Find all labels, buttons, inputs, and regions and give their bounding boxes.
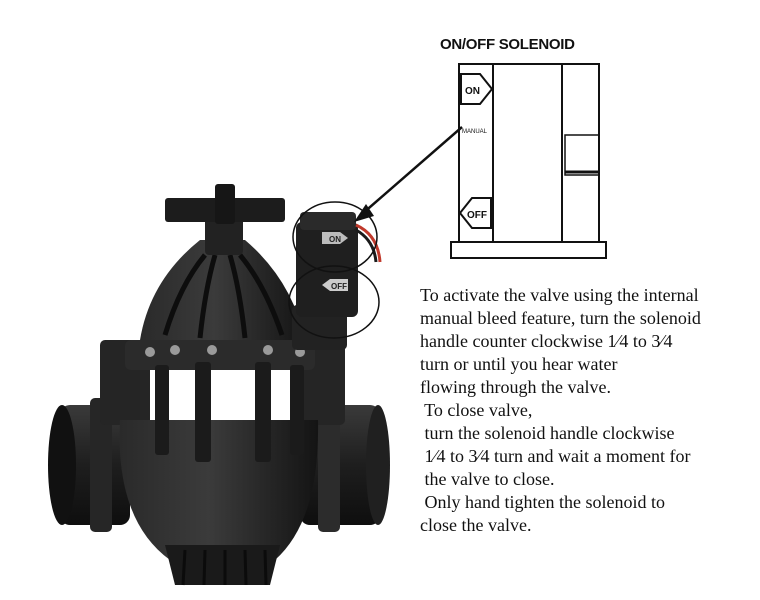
instruction-line: flowing through the valve. — [420, 377, 611, 397]
solenoid-off-text: OFF — [331, 282, 347, 291]
instruction-line: manual bleed feature, turn the solenoid — [420, 308, 701, 328]
instruction-line: 1⁄4 to 3⁄4 turn and wait a moment for — [420, 446, 691, 466]
on-arrow-icon — [460, 73, 494, 105]
diagram-on-label: ON — [465, 86, 480, 97]
pointer-arrow — [361, 126, 463, 215]
instruction-line: To close valve, — [420, 400, 533, 420]
instruction-line: close the valve. — [420, 515, 532, 535]
solenoid-on-text: ON — [329, 235, 341, 244]
diagram-manual-label: MANUAL — [462, 129, 488, 135]
instruction-line: turn or until you hear water — [420, 354, 618, 374]
off-highlight-circle — [288, 265, 380, 339]
instruction-line: To activate the valve using the internal — [420, 285, 699, 305]
on-highlight-circle — [292, 201, 378, 273]
sprinkler-valve: ON OFF — [48, 184, 390, 586]
solenoid-diagram-title: ON/OFF SOLENOID — [440, 36, 575, 53]
instruction-line: Only hand tighten the solenoid to — [420, 492, 665, 512]
instruction-line: the valve to close. — [420, 469, 555, 489]
instructions-text: To activate the valve using the internal… — [420, 284, 755, 537]
diagram-off-label: OFF — [467, 210, 487, 221]
solenoid-wires — [355, 223, 382, 263]
solenoid-diagram-base — [450, 241, 607, 259]
solenoid-body — [296, 222, 358, 317]
instruction-line: handle counter clockwise 1⁄4 to 3⁄4 — [420, 331, 673, 351]
pointer-arrowhead-icon — [354, 204, 374, 222]
off-arrow-icon — [458, 197, 492, 229]
instruction-line: turn the solenoid handle clockwise — [420, 423, 675, 443]
solenoid-diagram — [450, 63, 607, 259]
